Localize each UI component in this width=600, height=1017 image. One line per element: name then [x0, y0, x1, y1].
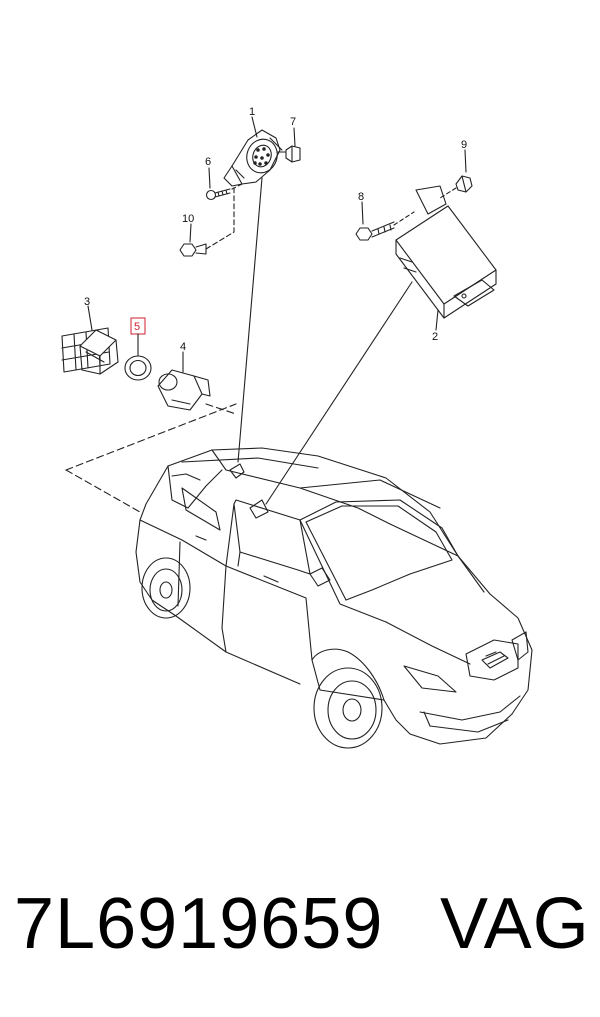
part-3-mount: [61, 305, 119, 375]
callout-1: 1: [249, 106, 255, 118]
part-8-screw: [355, 201, 415, 241]
callout-9: 9: [461, 139, 467, 151]
car-illustration: [135, 447, 533, 749]
callout-4: 4: [180, 341, 186, 353]
part-7-clip: [277, 127, 301, 163]
part-2-control-unit: [395, 185, 497, 331]
callout-2: 2: [432, 331, 438, 343]
leader-lines: [237, 177, 413, 505]
placement-lines: [65, 403, 237, 513]
callout-3: 3: [84, 296, 90, 308]
callout-10: 10: [182, 213, 194, 225]
callout-7: 7: [290, 116, 296, 128]
parts-diagram: 1 2 3 4 5 6 7 8 9 10: [61, 106, 533, 749]
callout-5: 5: [134, 321, 140, 333]
part-1-sensor: [223, 116, 283, 187]
part-10-bolt: [179, 187, 235, 257]
callout-8: 8: [358, 191, 364, 203]
part-9-nut: [439, 149, 473, 199]
part-4-parking-sensor: [157, 351, 211, 411]
part-6-screw: [205, 167, 243, 201]
callout-6: 6: [205, 156, 211, 168]
part-5-ring: [124, 317, 152, 381]
part-number: 7L6919659: [14, 884, 384, 964]
callouts: 1 2 3 4 5 6 7 8 9 10: [84, 106, 467, 353]
brand-label: VAG: [440, 884, 590, 964]
